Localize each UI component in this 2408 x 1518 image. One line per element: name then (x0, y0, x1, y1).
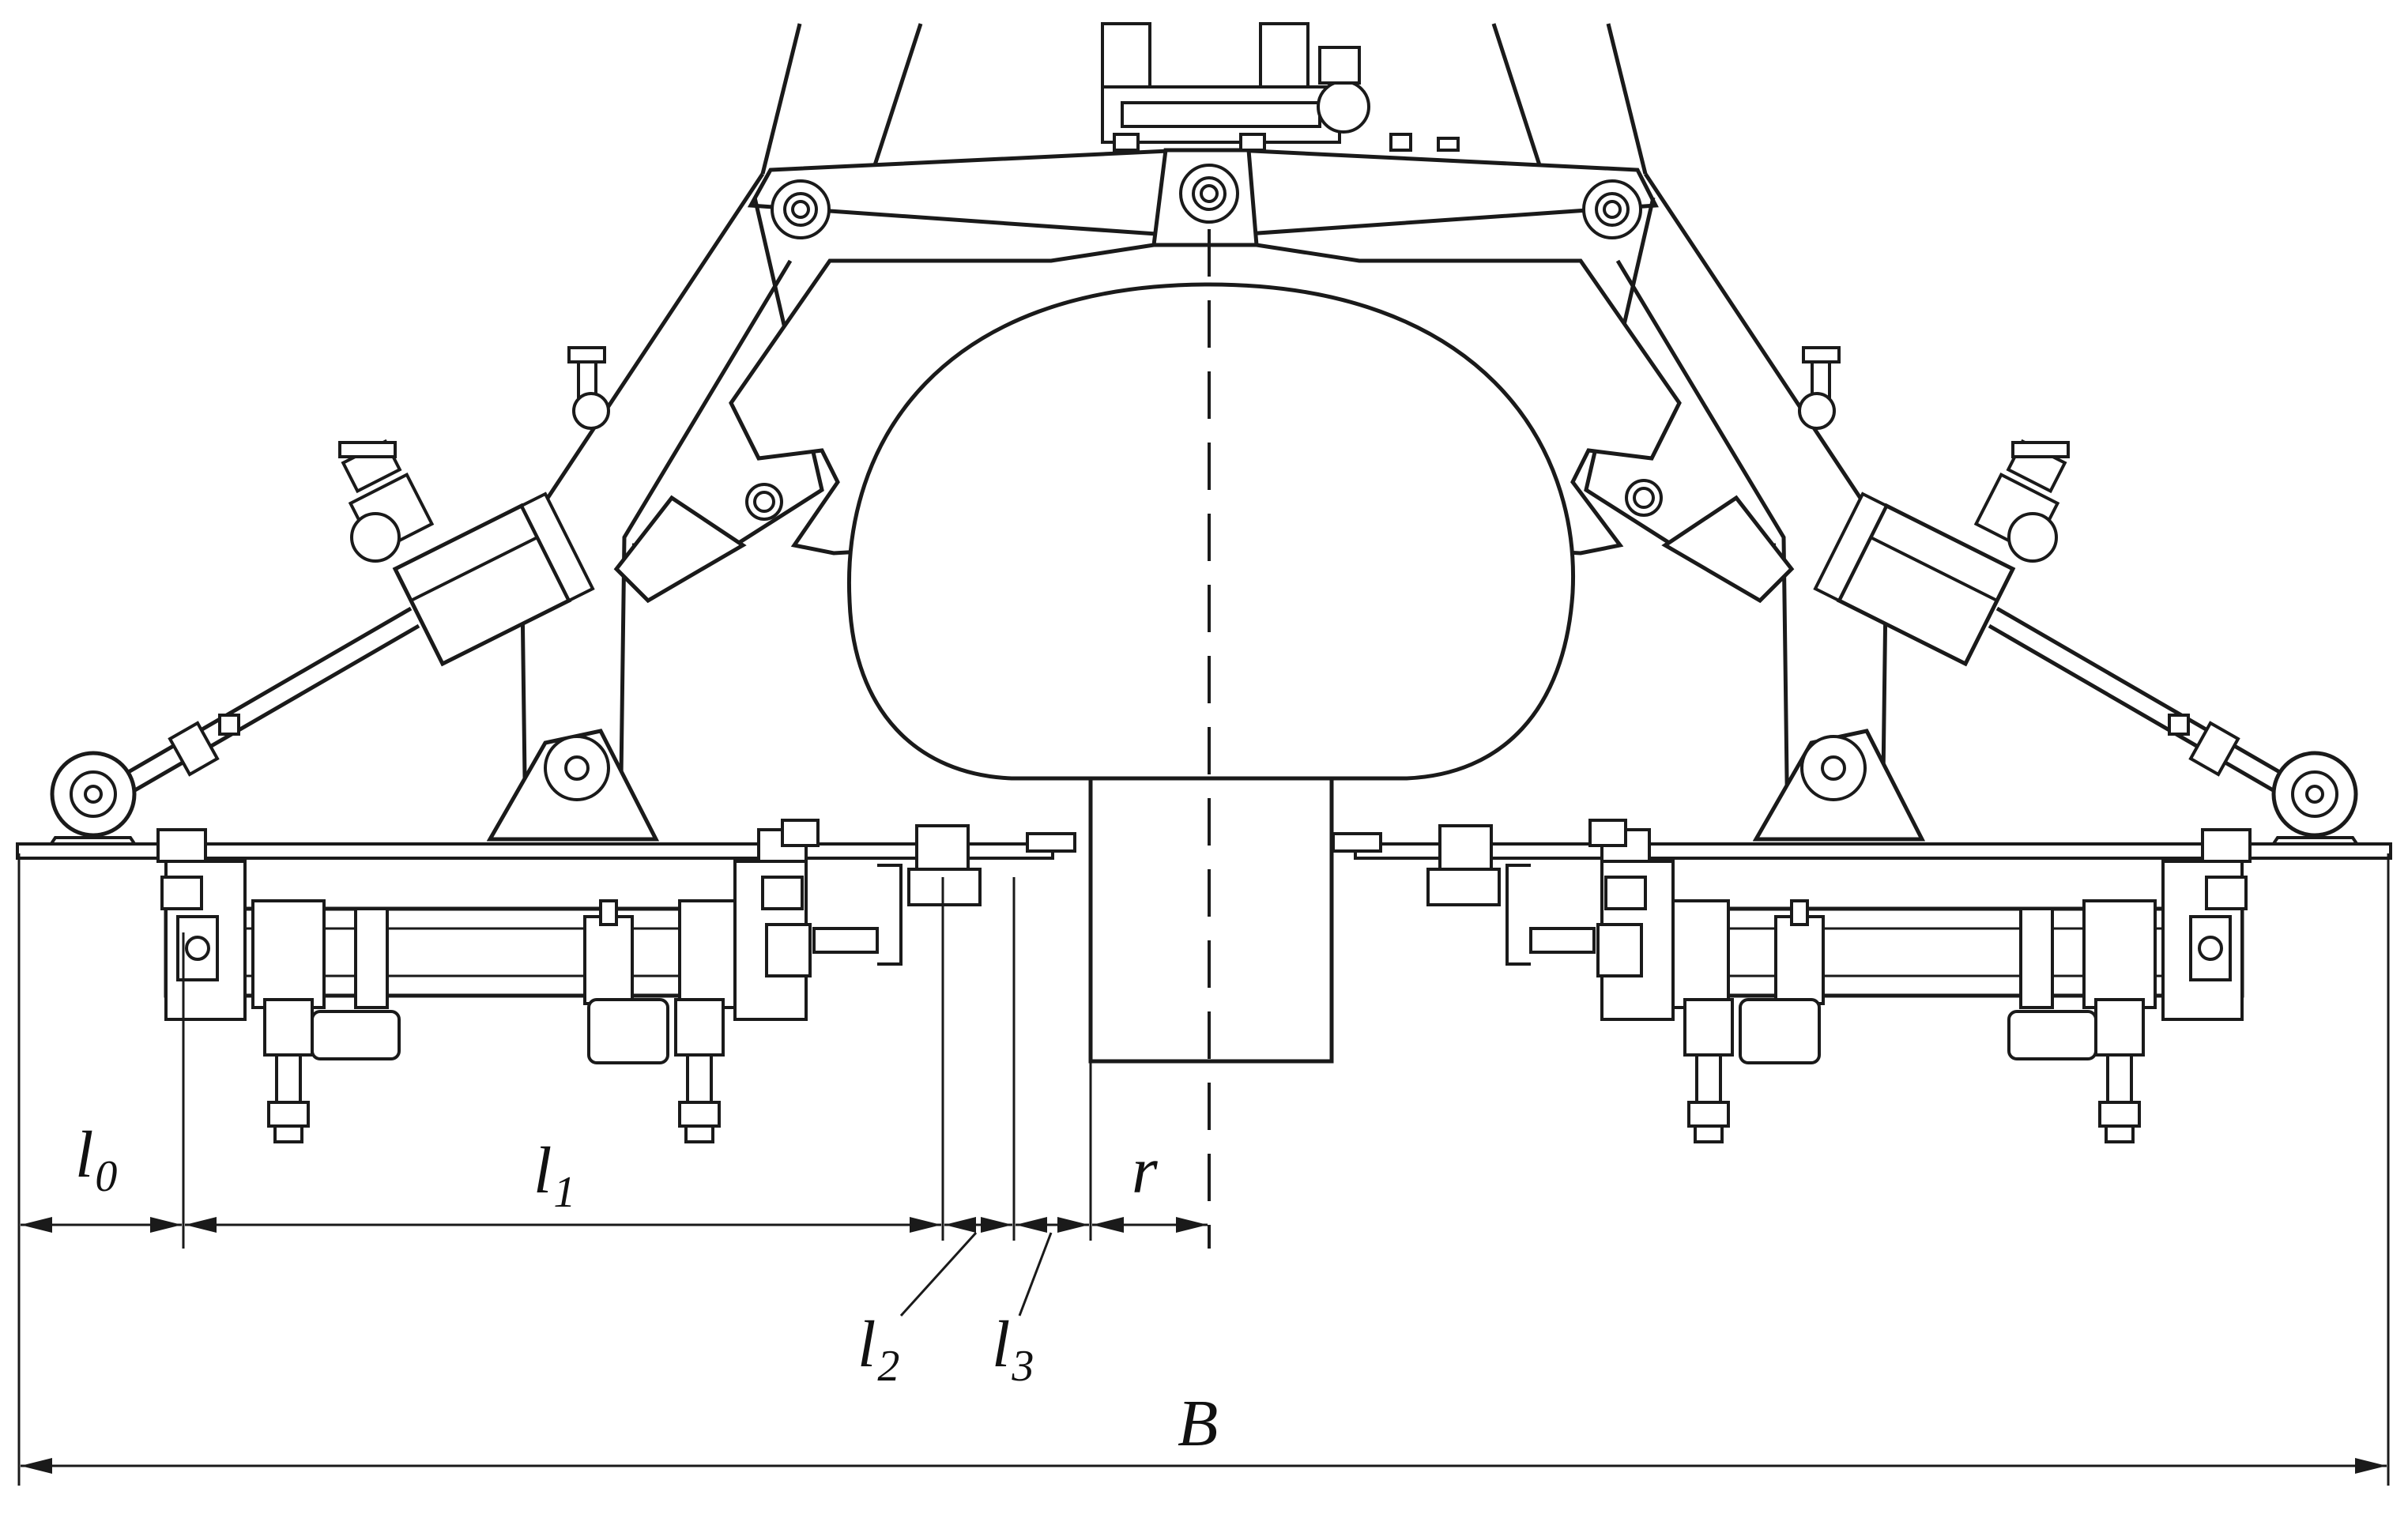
label-r: r (1132, 1134, 1158, 1207)
label-l2: l2 (857, 1308, 900, 1391)
dimension-lines (21, 1217, 2387, 1474)
label-l0: l0 (75, 1118, 118, 1201)
leader-l2 (899, 1231, 978, 1317)
label-l1: l1 (533, 1134, 576, 1217)
pivot-bolts (544, 164, 1867, 801)
top-fittings (1101, 22, 1460, 152)
extension-lines (17, 853, 2390, 1486)
leader-l3 (1018, 1232, 1053, 1316)
label-l3: l3 (992, 1308, 1034, 1391)
label-B: B (1178, 1387, 1219, 1460)
load-body (846, 282, 1576, 1064)
